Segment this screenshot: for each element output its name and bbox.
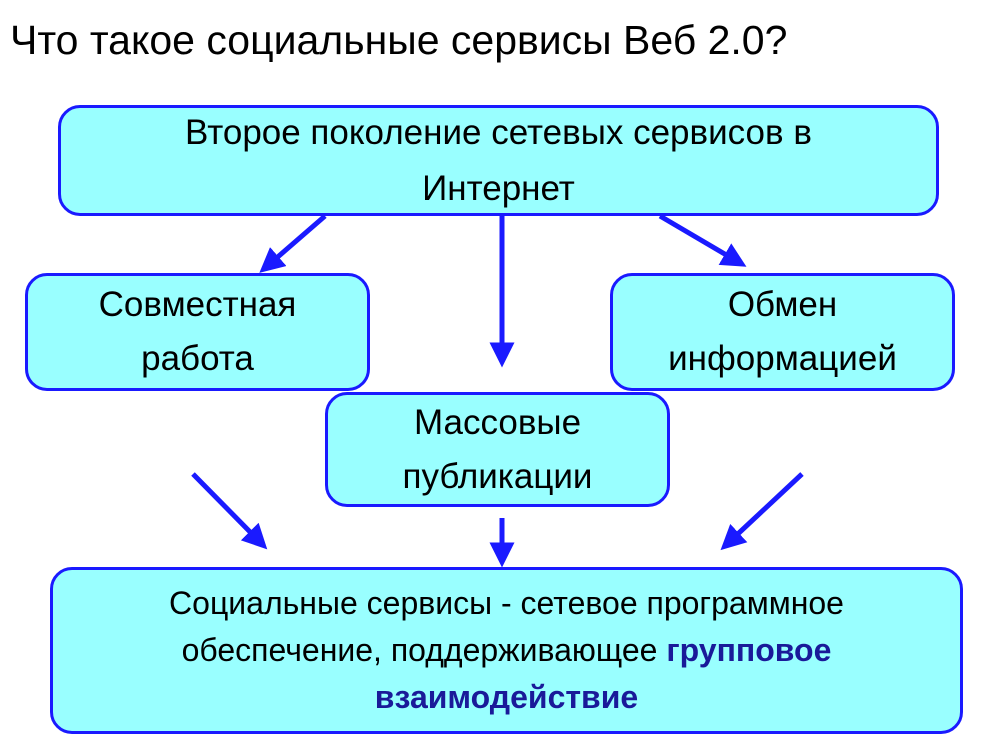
box-mass-publications-line2: публикации: [402, 456, 593, 496]
box-information-exchange-line2: информацией: [668, 339, 897, 378]
box-collaboration: Совместная работа: [25, 273, 370, 391]
arrow-left-to-bottom: [191, 472, 268, 550]
box-mass-publications: Массовые публикации: [325, 392, 670, 507]
box-web2-line2: Интернет: [422, 168, 575, 208]
box-social-services-definition: Социальные сервисы - сетевое программное…: [50, 567, 963, 734]
box-collaboration-line1: Совместная: [98, 285, 297, 324]
box-social-line1: Социальные сервисы - сетевое программное: [169, 585, 844, 621]
box-mass-publications-line1: Массовые: [413, 402, 582, 442]
arrow-top-to-left: [259, 214, 327, 273]
box-collaboration-line2: работа: [141, 339, 254, 378]
arrow-top-to-right: [658, 213, 747, 267]
box-social-line2-plain: обеспечение, поддерживающее: [181, 632, 667, 668]
arrow-right-to-bottom: [720, 472, 804, 551]
box-social-line3-bold: взаимодействие: [374, 679, 639, 715]
box-social-line2: обеспечение, поддерживающее групповое: [169, 627, 844, 674]
box-web2-definition: Второе поколение сетевых сервисов в Инте…: [58, 105, 939, 216]
box-web2-line1: Второе поколение сетевых сервисов в: [185, 112, 812, 152]
box-social-line2-bold: групповое: [666, 632, 832, 668]
slide-title: Что такое социальные сервисы Веб 2.0?: [10, 17, 788, 63]
box-information-exchange: Обмен информацией: [610, 273, 955, 391]
box-information-exchange-line1: Обмен: [727, 285, 838, 324]
